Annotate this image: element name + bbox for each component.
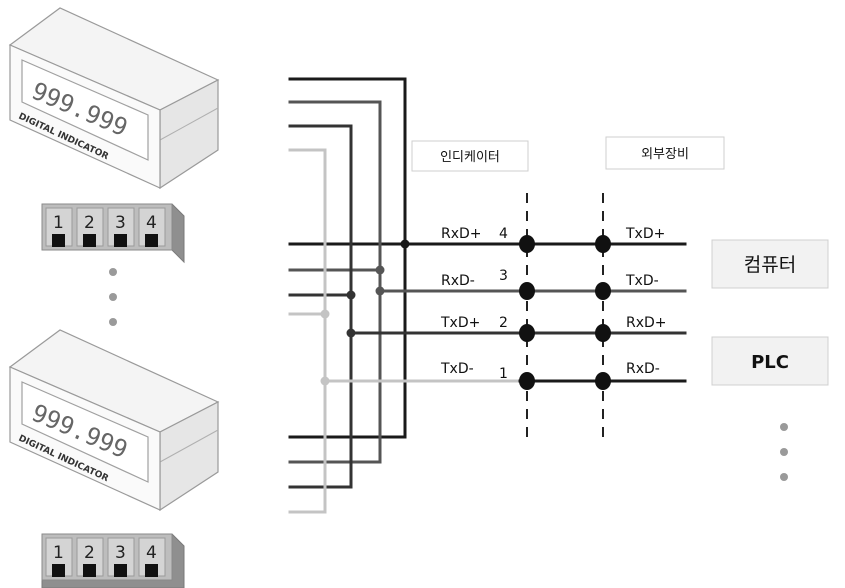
terminal-top-1-label: 1 (53, 213, 64, 233)
pin1-right-label: RxD- (626, 361, 660, 377)
ellipsis-indicators (109, 268, 117, 326)
terminal-bottom-4-label: 4 (146, 543, 157, 563)
junction-pin2-a (346, 290, 356, 300)
pin3-number: 3 (499, 268, 508, 284)
terminal-block-bottom: 1 2 3 4 (41, 533, 185, 588)
pin2-left-label: TxD+ (440, 315, 480, 331)
pin3-left-label: RxD- (441, 273, 475, 289)
header-indicator-text: 인디케이터 (440, 150, 500, 165)
pin1-number: 1 (499, 366, 508, 382)
junction-pin1-b (320, 376, 330, 386)
pin4-right-label: TxD+ (625, 226, 665, 242)
pin2-right-label: RxD+ (626, 315, 667, 331)
indicator-pin-4 (519, 235, 535, 253)
external-pin-3 (595, 324, 611, 342)
terminal-bottom-2: 2 (76, 537, 104, 577)
header-external: 외부장비 (605, 136, 725, 170)
terminal-bottom-3-label: 3 (115, 543, 126, 563)
terminal-bottom-1: 1 (45, 537, 73, 577)
terminal-top-2: 2 (76, 207, 104, 247)
header-external-text: 외부장비 (641, 147, 689, 162)
connector-dashes (526, 193, 604, 438)
indicator-pin-1 (519, 372, 535, 390)
pin3-right-label: TxD- (625, 273, 659, 289)
junction-pin3-a (375, 265, 385, 275)
pin4-left-label: RxD+ (441, 226, 482, 242)
device-computer-label: 컴퓨터 (744, 254, 796, 276)
junctions (320, 239, 410, 386)
junction-pin1-a (320, 309, 330, 319)
terminal-top-2-label: 2 (84, 213, 95, 233)
wire-pin2 (288, 124, 687, 489)
terminal-top-1: 1 (45, 207, 73, 247)
terminal-bottom-4: 4 (138, 537, 166, 577)
device-plc: PLC (711, 336, 829, 386)
wire-pin1 (288, 148, 522, 514)
pin-labels: RxD+ 4 TxD+ RxD- 3 TxD- TxD+ 2 RxD+ TxD-… (440, 226, 667, 382)
terminal-bottom-2-label: 2 (84, 543, 95, 563)
device-plc-label: PLC (751, 352, 789, 373)
junction-pin3-b (375, 286, 385, 296)
terminal-bottom-1-label: 1 (53, 543, 64, 563)
indicator-bottom: 999.999 DIGITAL INDICATOR (8, 329, 220, 512)
indicator-pin-2 (519, 324, 535, 342)
terminal-block-top: 1 2 3 4 (41, 203, 185, 264)
pin4-number: 4 (499, 226, 508, 242)
ellipsis-devices (780, 423, 788, 481)
external-pin-1 (595, 235, 611, 253)
terminal-top-3-label: 3 (115, 213, 126, 233)
pin1-left-label: TxD- (440, 361, 474, 377)
junction-pin2-b (346, 328, 356, 338)
header-indicator: 인디케이터 (411, 140, 529, 172)
terminal-bottom-3: 3 (107, 537, 135, 577)
wire-pin4 (288, 77, 687, 439)
device-computer: 컴퓨터 (711, 239, 829, 289)
external-pin-4 (595, 372, 611, 390)
terminal-top-4-label: 4 (146, 213, 157, 233)
indicator-top: 999.999 DIGITAL INDICATOR (8, 7, 220, 190)
connector-pins (519, 235, 611, 390)
pin2-number: 2 (499, 315, 508, 331)
terminal-top-4: 4 (138, 207, 166, 247)
indicator-pin-3 (519, 282, 535, 300)
external-pin-2 (595, 282, 611, 300)
junction-pin4 (400, 239, 410, 249)
terminal-top-3: 3 (107, 207, 135, 247)
